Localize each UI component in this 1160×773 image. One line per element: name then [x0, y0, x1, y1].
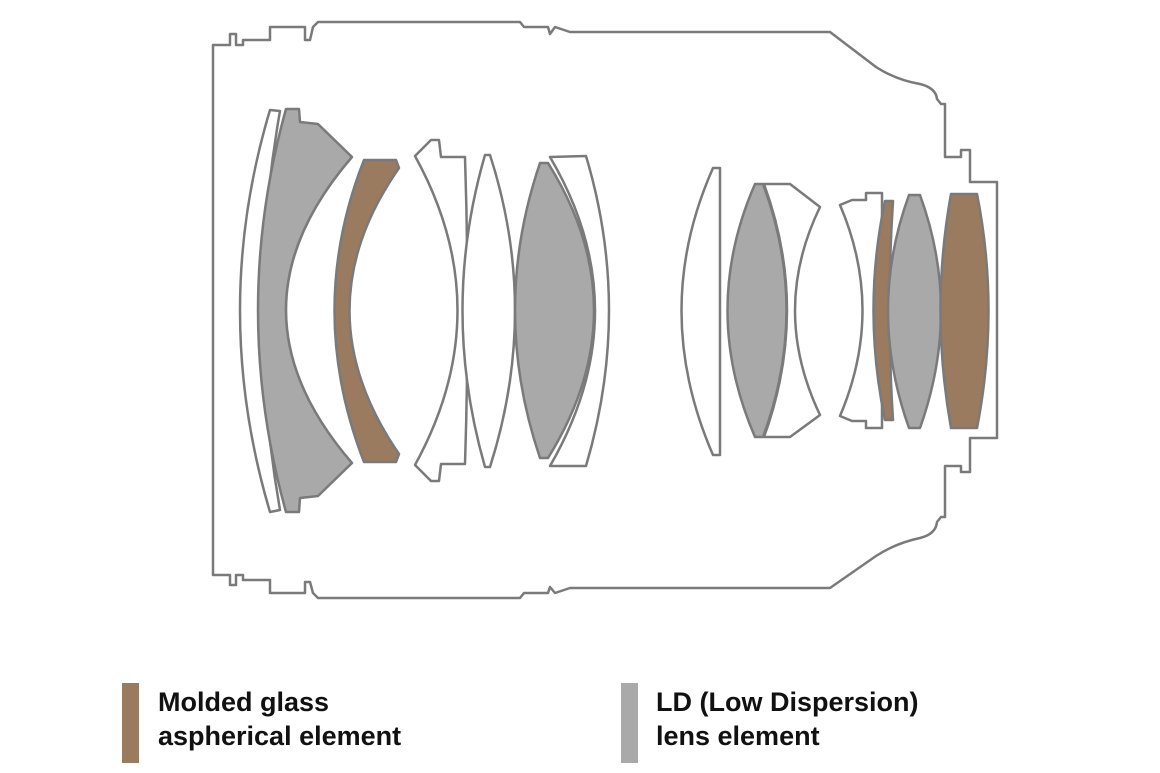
lens-element-7 — [548, 154, 611, 468]
lens-element-2 — [256, 107, 354, 514]
lens-element-6 — [513, 161, 596, 460]
legend-swatch-aspherical — [122, 683, 139, 763]
lens-element-3 — [333, 158, 401, 464]
legend-aspherical-line2: aspherical element — [158, 721, 402, 751]
lens-element-13 — [886, 193, 943, 430]
legend-aspherical-line1: Molded glass — [158, 687, 330, 717]
lens-element-10 — [762, 182, 822, 439]
lens-element-8 — [680, 166, 722, 457]
legend-label-ld: LD (Low Dispersion) lens element — [656, 685, 919, 753]
lens-element-12 — [872, 199, 895, 422]
legend-ld-line1: LD (Low Dispersion) — [656, 687, 919, 717]
legend-ld-line2: lens element — [656, 721, 820, 751]
legend-swatch-ld — [621, 683, 638, 763]
lens-element-4 — [413, 138, 469, 483]
lens-element-5 — [461, 153, 517, 469]
legend-label-aspherical: Molded glass aspherical element — [158, 685, 401, 753]
lens-element-14 — [939, 192, 990, 430]
lens-barrel-outline — [211, 20, 999, 600]
